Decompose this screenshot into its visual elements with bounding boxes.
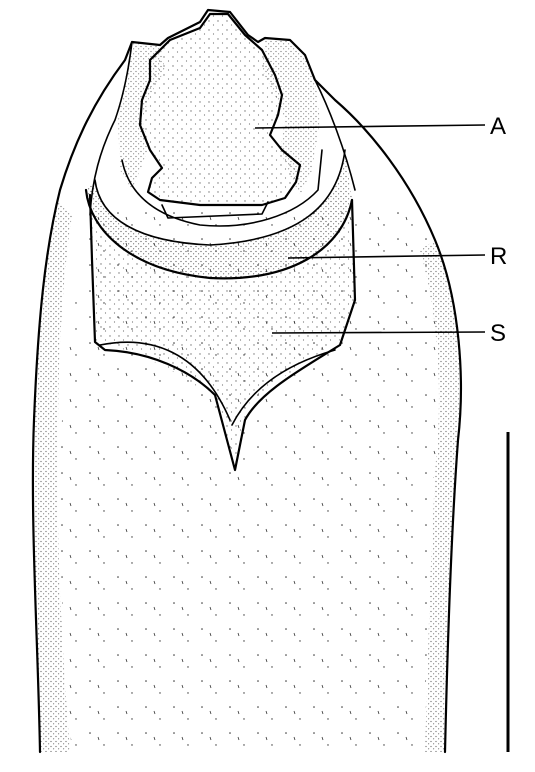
leader-line-s — [272, 332, 485, 333]
structure-a — [118, 14, 322, 226]
label-r: R — [490, 243, 507, 270]
label-a: A — [490, 113, 506, 140]
label-s: S — [490, 320, 506, 347]
